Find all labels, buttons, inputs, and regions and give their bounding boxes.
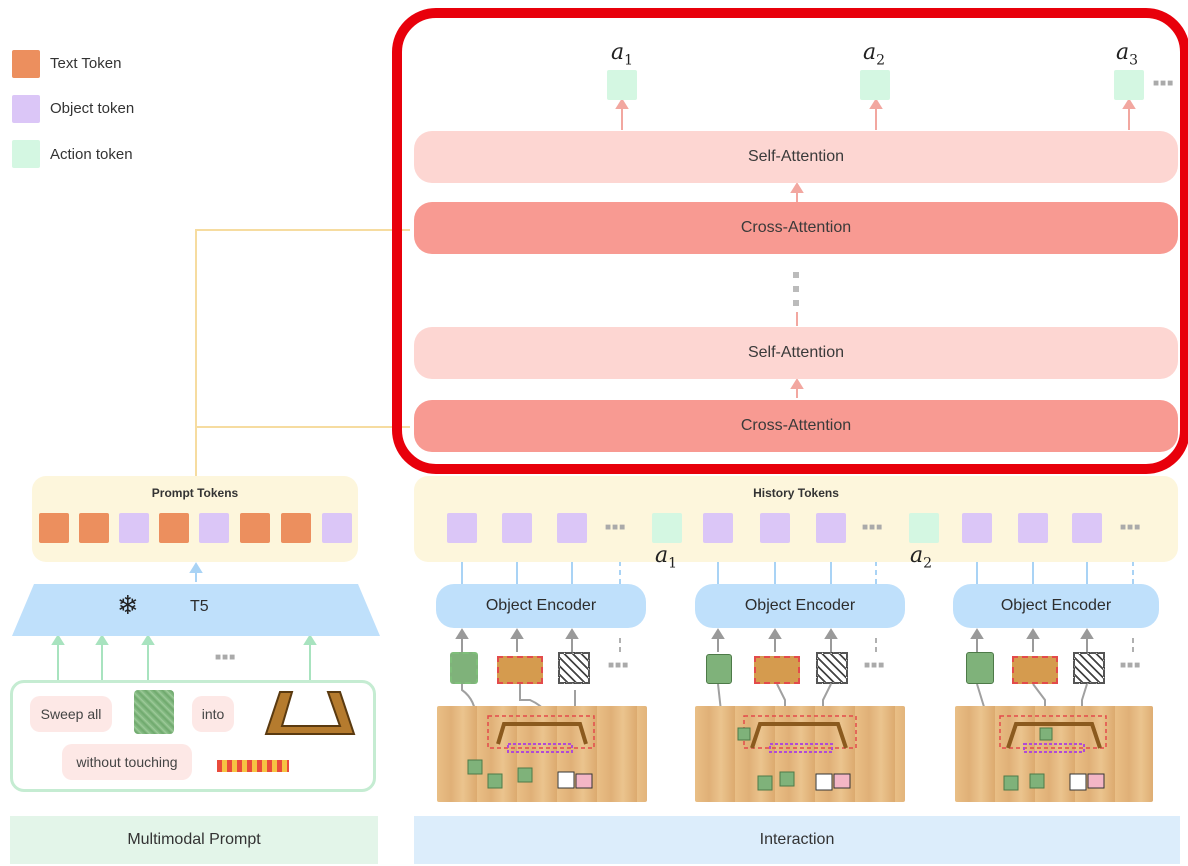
history-token <box>557 513 587 543</box>
multimodal-prompt-label: Multimodal Prompt <box>127 831 261 848</box>
object-encoder-1: Object Encoder <box>436 584 646 628</box>
interaction-label: Interaction <box>759 831 835 848</box>
target-area-image <box>264 691 356 735</box>
crop-dice-block <box>816 652 848 684</box>
highlight-frame <box>392 8 1188 474</box>
history-ellipsis: ■■■ <box>605 522 627 533</box>
t5-encoder <box>12 584 380 636</box>
history-token <box>502 513 532 543</box>
legend-label-text: Text Token <box>50 55 122 72</box>
history-tokens-title: History Tokens <box>753 486 839 500</box>
history-token <box>447 513 477 543</box>
prompt-chip-into: into <box>192 696 234 732</box>
prompt-chip-sweep-all: Sweep all <box>30 696 112 732</box>
output-ellipsis: ■■■ <box>1153 78 1175 89</box>
self-attention-top: Self-Attention <box>414 131 1178 183</box>
cross-attention-bottom: Cross-Attention <box>414 400 1178 452</box>
self-attention-bottom: Self-Attention <box>414 327 1178 379</box>
prompt-token <box>159 513 189 543</box>
crop-green-block <box>966 652 994 684</box>
output-action-token-1 <box>607 70 637 100</box>
crop-ellipsis: ■■■ <box>608 660 630 671</box>
prompt-token <box>79 513 109 543</box>
prompt-token <box>322 513 352 543</box>
legend-swatch-action <box>12 140 40 168</box>
crop-target-area <box>754 656 800 684</box>
output-action-token-2 <box>860 70 890 100</box>
prompt-token <box>119 513 149 543</box>
legend-label-action: Action token <box>50 146 133 163</box>
output-action-1: a1 <box>611 40 634 69</box>
history-token <box>816 513 846 543</box>
prompt-token <box>281 513 311 543</box>
crop-green-block <box>450 652 478 684</box>
output-action-token-3 <box>1114 70 1144 100</box>
output-action-2: a2 <box>863 40 886 69</box>
history-action-token <box>652 513 682 543</box>
history-token <box>962 513 992 543</box>
prompt-ellipsis: ■■■ <box>215 652 237 663</box>
legend-swatch-object <box>12 95 40 123</box>
multimodal-prompt-footer: Multimodal Prompt <box>10 816 378 864</box>
snowflake-icon: ❄ <box>117 591 139 621</box>
crop-ellipsis: ■■■ <box>1120 660 1142 671</box>
crop-dice-block <box>558 652 590 684</box>
constraint-line-image <box>217 760 289 772</box>
green-block-image <box>134 690 174 734</box>
prompt-token <box>39 513 69 543</box>
crop-green-block <box>706 654 732 684</box>
crop-target-area <box>497 656 543 684</box>
cross-attention-top: Cross-Attention <box>414 202 1178 254</box>
interaction-footer: Interaction <box>414 816 1180 864</box>
history-ellipsis: ■■■ <box>1120 522 1142 533</box>
crop-target-area <box>1012 656 1058 684</box>
history-token <box>1072 513 1102 543</box>
output-action-3: a3 <box>1116 40 1139 69</box>
history-token <box>760 513 790 543</box>
crop-dice-block <box>1073 652 1105 684</box>
crop-ellipsis: ■■■ <box>864 660 886 671</box>
history-token <box>703 513 733 543</box>
legend-label-object: Object token <box>50 100 135 117</box>
prompt-chip-without-touching: without touching <box>62 744 192 780</box>
history-action-label-1: a1 <box>655 543 678 572</box>
history-token <box>1018 513 1048 543</box>
history-action-token <box>909 513 939 543</box>
object-encoder-2: Object Encoder <box>695 584 905 628</box>
legend-swatch-text <box>12 50 40 78</box>
history-tokens-panel: History Tokens <box>414 476 1178 562</box>
prompt-token <box>199 513 229 543</box>
history-ellipsis: ■■■ <box>862 522 884 533</box>
prompt-tokens-title: Prompt Tokens <box>151 486 239 500</box>
prompt-token <box>240 513 270 543</box>
t5-label: T5 <box>190 598 209 615</box>
object-encoder-3: Object Encoder <box>953 584 1159 628</box>
history-action-label-2: a2 <box>910 543 933 572</box>
